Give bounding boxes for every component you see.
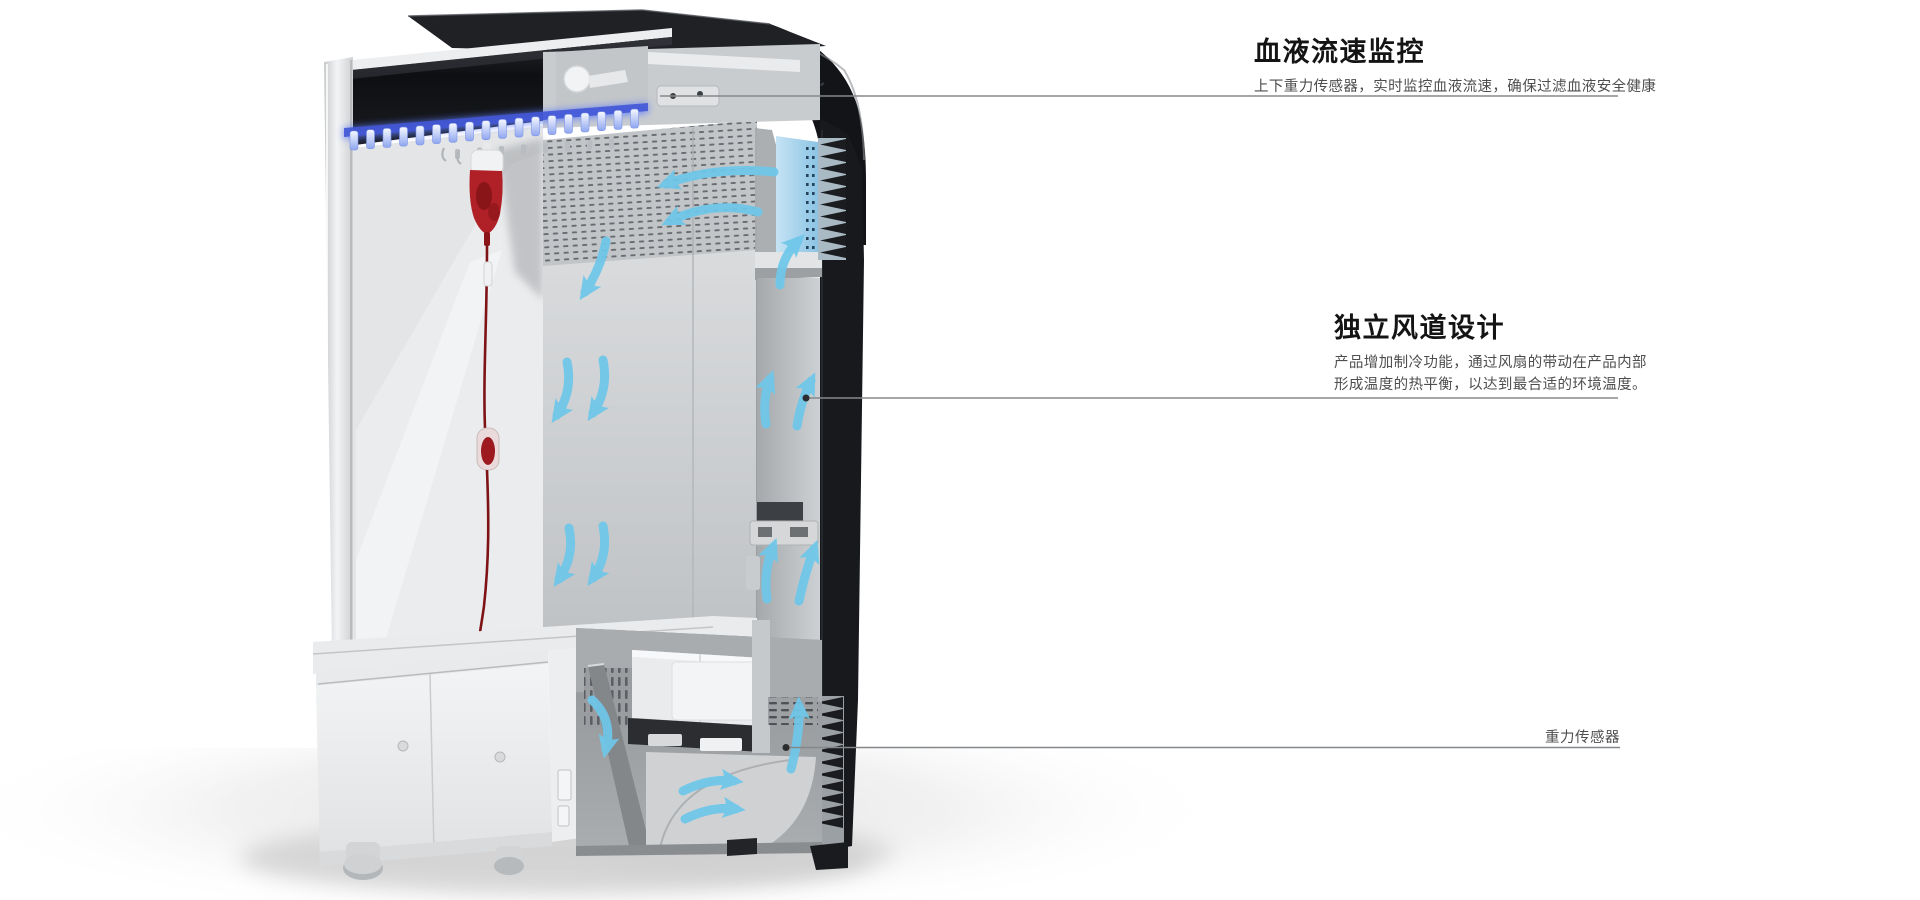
arrow-in-left-2 bbox=[661, 203, 763, 226]
corner-post bbox=[548, 648, 580, 842]
connector-dot-gravity-sensor bbox=[782, 744, 790, 751]
arrow-right-2 bbox=[680, 796, 746, 824]
door-knob-right bbox=[494, 751, 506, 763]
tube-clamp bbox=[483, 261, 493, 287]
arrow-down-3a bbox=[553, 523, 576, 587]
annotation-gravity-sensor: 重力传感器 bbox=[1400, 726, 1620, 747]
door-seam bbox=[429, 673, 435, 853]
arrow-up-channel-2a bbox=[758, 537, 778, 604]
annotation-air-duct-body-line1: 产品增加制冷功能，通过风扇的带动在产品内部 bbox=[1334, 355, 1647, 371]
perforated-panel bbox=[543, 120, 757, 266]
back-wall bbox=[543, 250, 757, 640]
counter-top bbox=[313, 616, 757, 674]
annotation-blood-flow: 血液流速监控 上下重力传感器，实时监控血液流速，确保过滤血液安全健康 bbox=[1254, 36, 1656, 98]
arrow-in-left-1 bbox=[656, 166, 779, 190]
arrow-down-1 bbox=[579, 236, 611, 301]
device-body bbox=[312, 9, 866, 880]
left-frame bbox=[324, 57, 353, 658]
arrow-up-channel-1b bbox=[792, 372, 816, 431]
chamber-interior bbox=[353, 120, 758, 650]
connector-dot-air-duct bbox=[802, 394, 810, 402]
arrow-down-cutaway bbox=[587, 695, 620, 759]
arrow-up-channel-2b bbox=[794, 539, 820, 606]
annotation-connectors bbox=[660, 95, 1620, 751]
cap-silver-trim bbox=[332, 28, 672, 72]
foot-left bbox=[343, 842, 383, 880]
arrow-down-2b bbox=[587, 355, 610, 422]
annotation-air-duct: 独立风道设计 产品增加制冷功能，通过风扇的带动在产品内部 形成温度的热平衡，以达… bbox=[1334, 312, 1647, 396]
foot-middle bbox=[494, 846, 524, 875]
annotation-blood-flow-title: 血液流速监控 bbox=[1254, 37, 1425, 68]
annotation-blood-flow-body: 上下重力传感器，实时监控血液流速，确保过滤血液安全健康 bbox=[1254, 79, 1657, 95]
airflow-arrows bbox=[551, 166, 820, 824]
duct-pillar bbox=[752, 620, 770, 753]
channel-bracket-dark bbox=[757, 502, 803, 521]
annotation-air-duct-body-line2: 形成温度的热平衡，以达到最合适的环境温度。 bbox=[1334, 377, 1647, 393]
arrow-down-2a bbox=[551, 357, 574, 424]
arrow-up-exhaust bbox=[786, 696, 811, 774]
door-knob-left bbox=[397, 740, 409, 752]
arrow-right-1 bbox=[678, 768, 744, 796]
annotation-gravity-sensor-label: 重力传感器 bbox=[1545, 730, 1620, 746]
rear-support bbox=[810, 842, 848, 870]
roller-disc bbox=[563, 65, 591, 93]
arrow-up-channel-1a bbox=[755, 369, 776, 429]
drawer-band bbox=[316, 650, 548, 686]
cabinet-doors bbox=[316, 664, 552, 866]
arrow-up-strip bbox=[775, 234, 805, 290]
arrow-down-3b bbox=[587, 521, 610, 586]
annotation-air-duct-title: 独立风道设计 bbox=[1334, 313, 1505, 344]
fan-box bbox=[632, 650, 762, 726]
top-cap bbox=[332, 9, 826, 72]
annotation-air-duct-body: 产品增加制冷功能，通过风扇的带动在产品内部 形成温度的热平衡，以达到最合适的环境… bbox=[1334, 352, 1647, 396]
blood-bag-assembly bbox=[469, 143, 504, 649]
bottom-cutaway bbox=[576, 620, 848, 870]
